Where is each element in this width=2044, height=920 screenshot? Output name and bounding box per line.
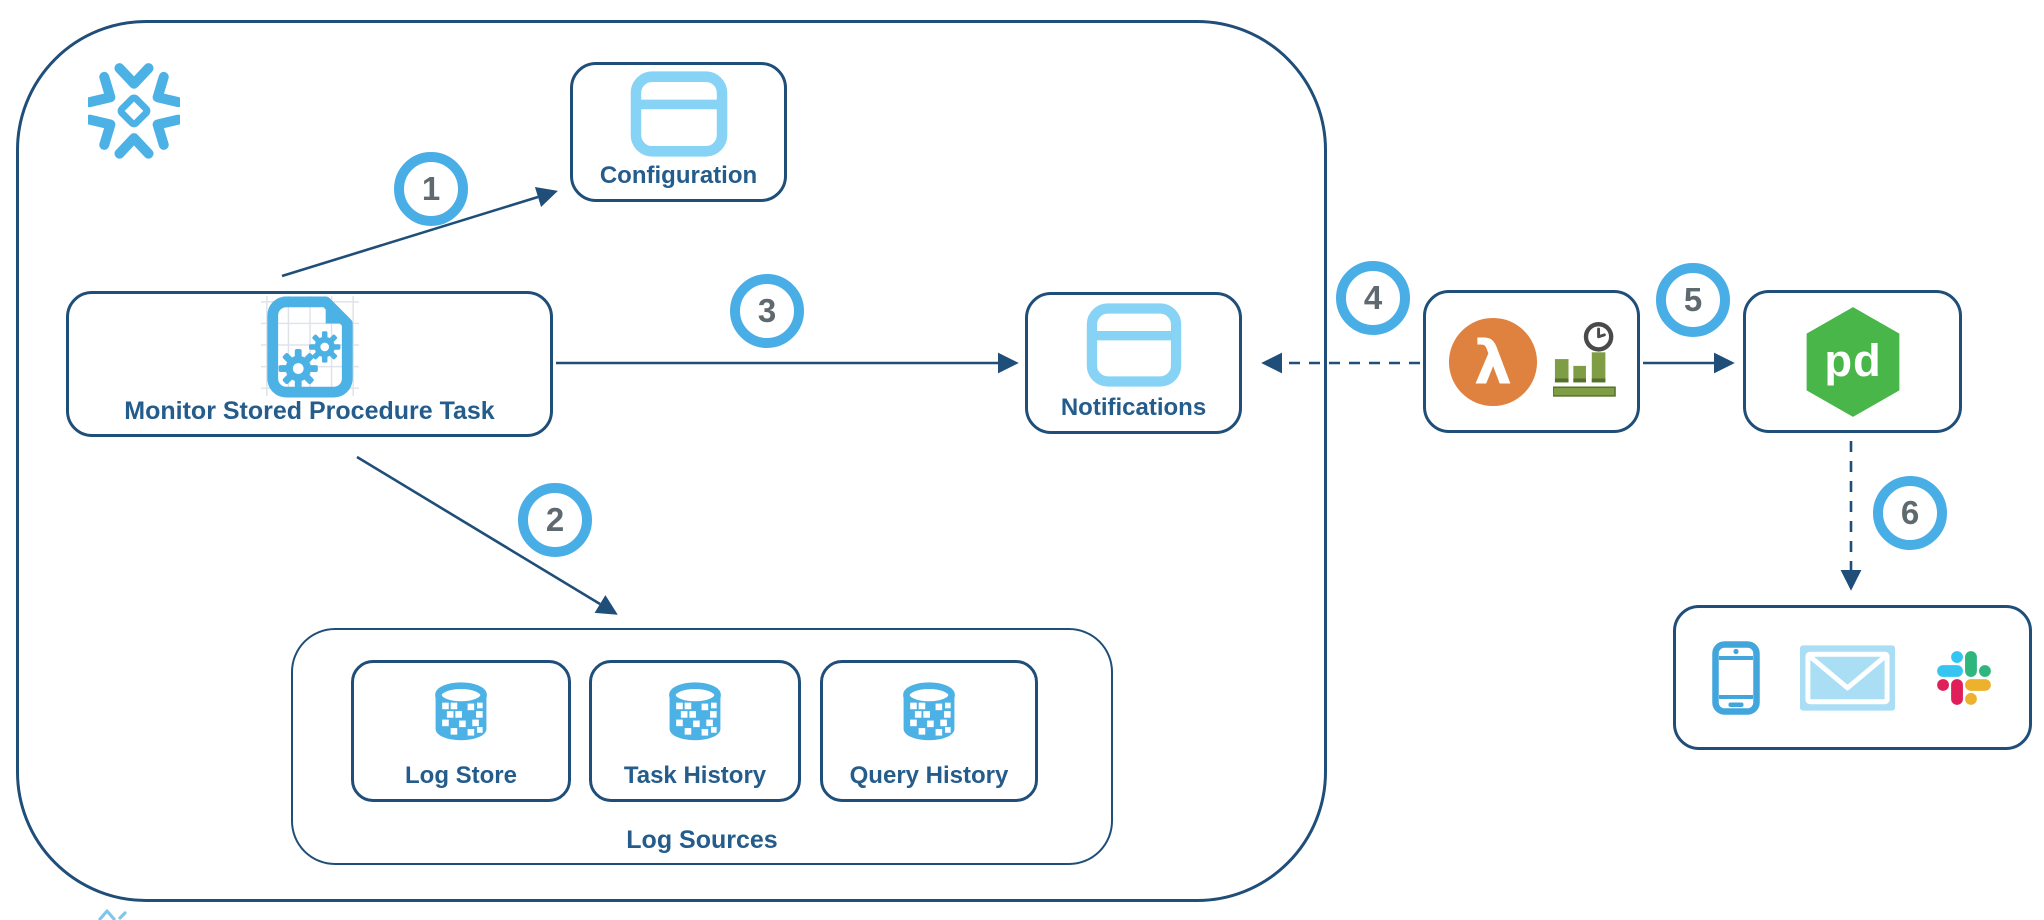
log-sources-label: Log Sources — [626, 826, 778, 854]
browser-window-icon — [1085, 295, 1183, 395]
step-number: 5 — [1683, 281, 1703, 318]
log-store-node: Log Store — [351, 660, 571, 802]
step-number: 6 — [1900, 494, 1920, 531]
database-icon — [664, 663, 726, 763]
step-badge-4: 4 — [1336, 261, 1410, 335]
svg-text:pd: pd — [1824, 335, 1881, 386]
metrics-clock-icon — [1552, 321, 1616, 397]
database-icon — [898, 663, 960, 763]
step-badge-6: 6 — [1873, 476, 1947, 550]
task-history-label: Task History — [623, 761, 767, 789]
log-store-label: Log Store — [405, 761, 517, 789]
notifications-node: Notifications — [1025, 292, 1242, 434]
snowflake-boundary-container — [16, 20, 1327, 902]
step-badge-1: 1 — [394, 152, 468, 226]
partial-snowflake-icon — [98, 909, 127, 920]
configuration-node: Configuration — [570, 62, 787, 202]
svg-text:λ: λ — [1473, 328, 1511, 398]
smartphone-icon — [1712, 640, 1760, 715]
database-icon — [430, 663, 492, 763]
step-number: 4 — [1363, 279, 1383, 316]
pagerduty-node: pd — [1743, 290, 1962, 433]
step-number: 3 — [757, 292, 777, 329]
email-envelope-icon — [1800, 644, 1895, 711]
pagerduty-icon: pd — [1800, 293, 1906, 430]
notifications-label: Notifications — [1060, 393, 1207, 421]
document-gears-icon — [259, 294, 361, 398]
aws-lambda-icon: λ — [1448, 317, 1537, 406]
browser-window-icon — [629, 65, 729, 163]
step-badge-5: 5 — [1656, 263, 1730, 337]
task-history-node: Task History — [589, 660, 801, 802]
lambda-scheduler-node: λ — [1423, 290, 1640, 433]
monitor-task-node: Monitor Stored Procedure Task — [66, 291, 553, 437]
query-history-node: Query History — [820, 660, 1038, 802]
monitor-task-label: Monitor Stored Procedure Task — [124, 397, 495, 425]
slack-icon — [1937, 650, 1991, 705]
endpoints-node — [1673, 605, 2032, 750]
step-badge-2: 2 — [518, 483, 592, 557]
log-sources-container: Log Sources — [291, 628, 1113, 865]
step-number: 2 — [545, 501, 565, 538]
query-history-label: Query History — [849, 761, 1009, 789]
step-number: 1 — [421, 170, 441, 207]
snowflake-logo-icon — [88, 63, 180, 159]
configuration-label: Configuration — [599, 161, 758, 189]
step-badge-3: 3 — [730, 274, 804, 348]
